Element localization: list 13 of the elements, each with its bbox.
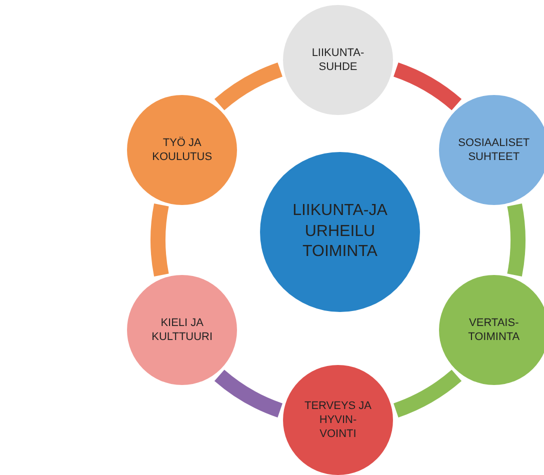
topic-label: SOSIAALISET SUHTEET xyxy=(457,136,530,164)
ring-segment xyxy=(150,204,169,276)
topic-label: VERTAIS- TOIMINTA xyxy=(467,316,521,344)
ring-segment xyxy=(507,204,526,276)
topic-label: TYÖ JA KOULUTUS xyxy=(151,136,214,164)
topic-label: TERVEYS JA HYVIN- VOINTI xyxy=(303,398,373,442)
topic-label: KIELI JA KULTTUURI xyxy=(150,316,214,344)
topic-label: LIIKUNTA- SUHDE xyxy=(310,46,366,74)
ring-segment xyxy=(393,370,462,418)
topic-label: LIIKUNTA-JA URHEILU TOIMINTA xyxy=(292,200,388,262)
ring-segment xyxy=(393,62,462,110)
ring-segment xyxy=(214,62,283,110)
ring-segment xyxy=(214,370,283,418)
